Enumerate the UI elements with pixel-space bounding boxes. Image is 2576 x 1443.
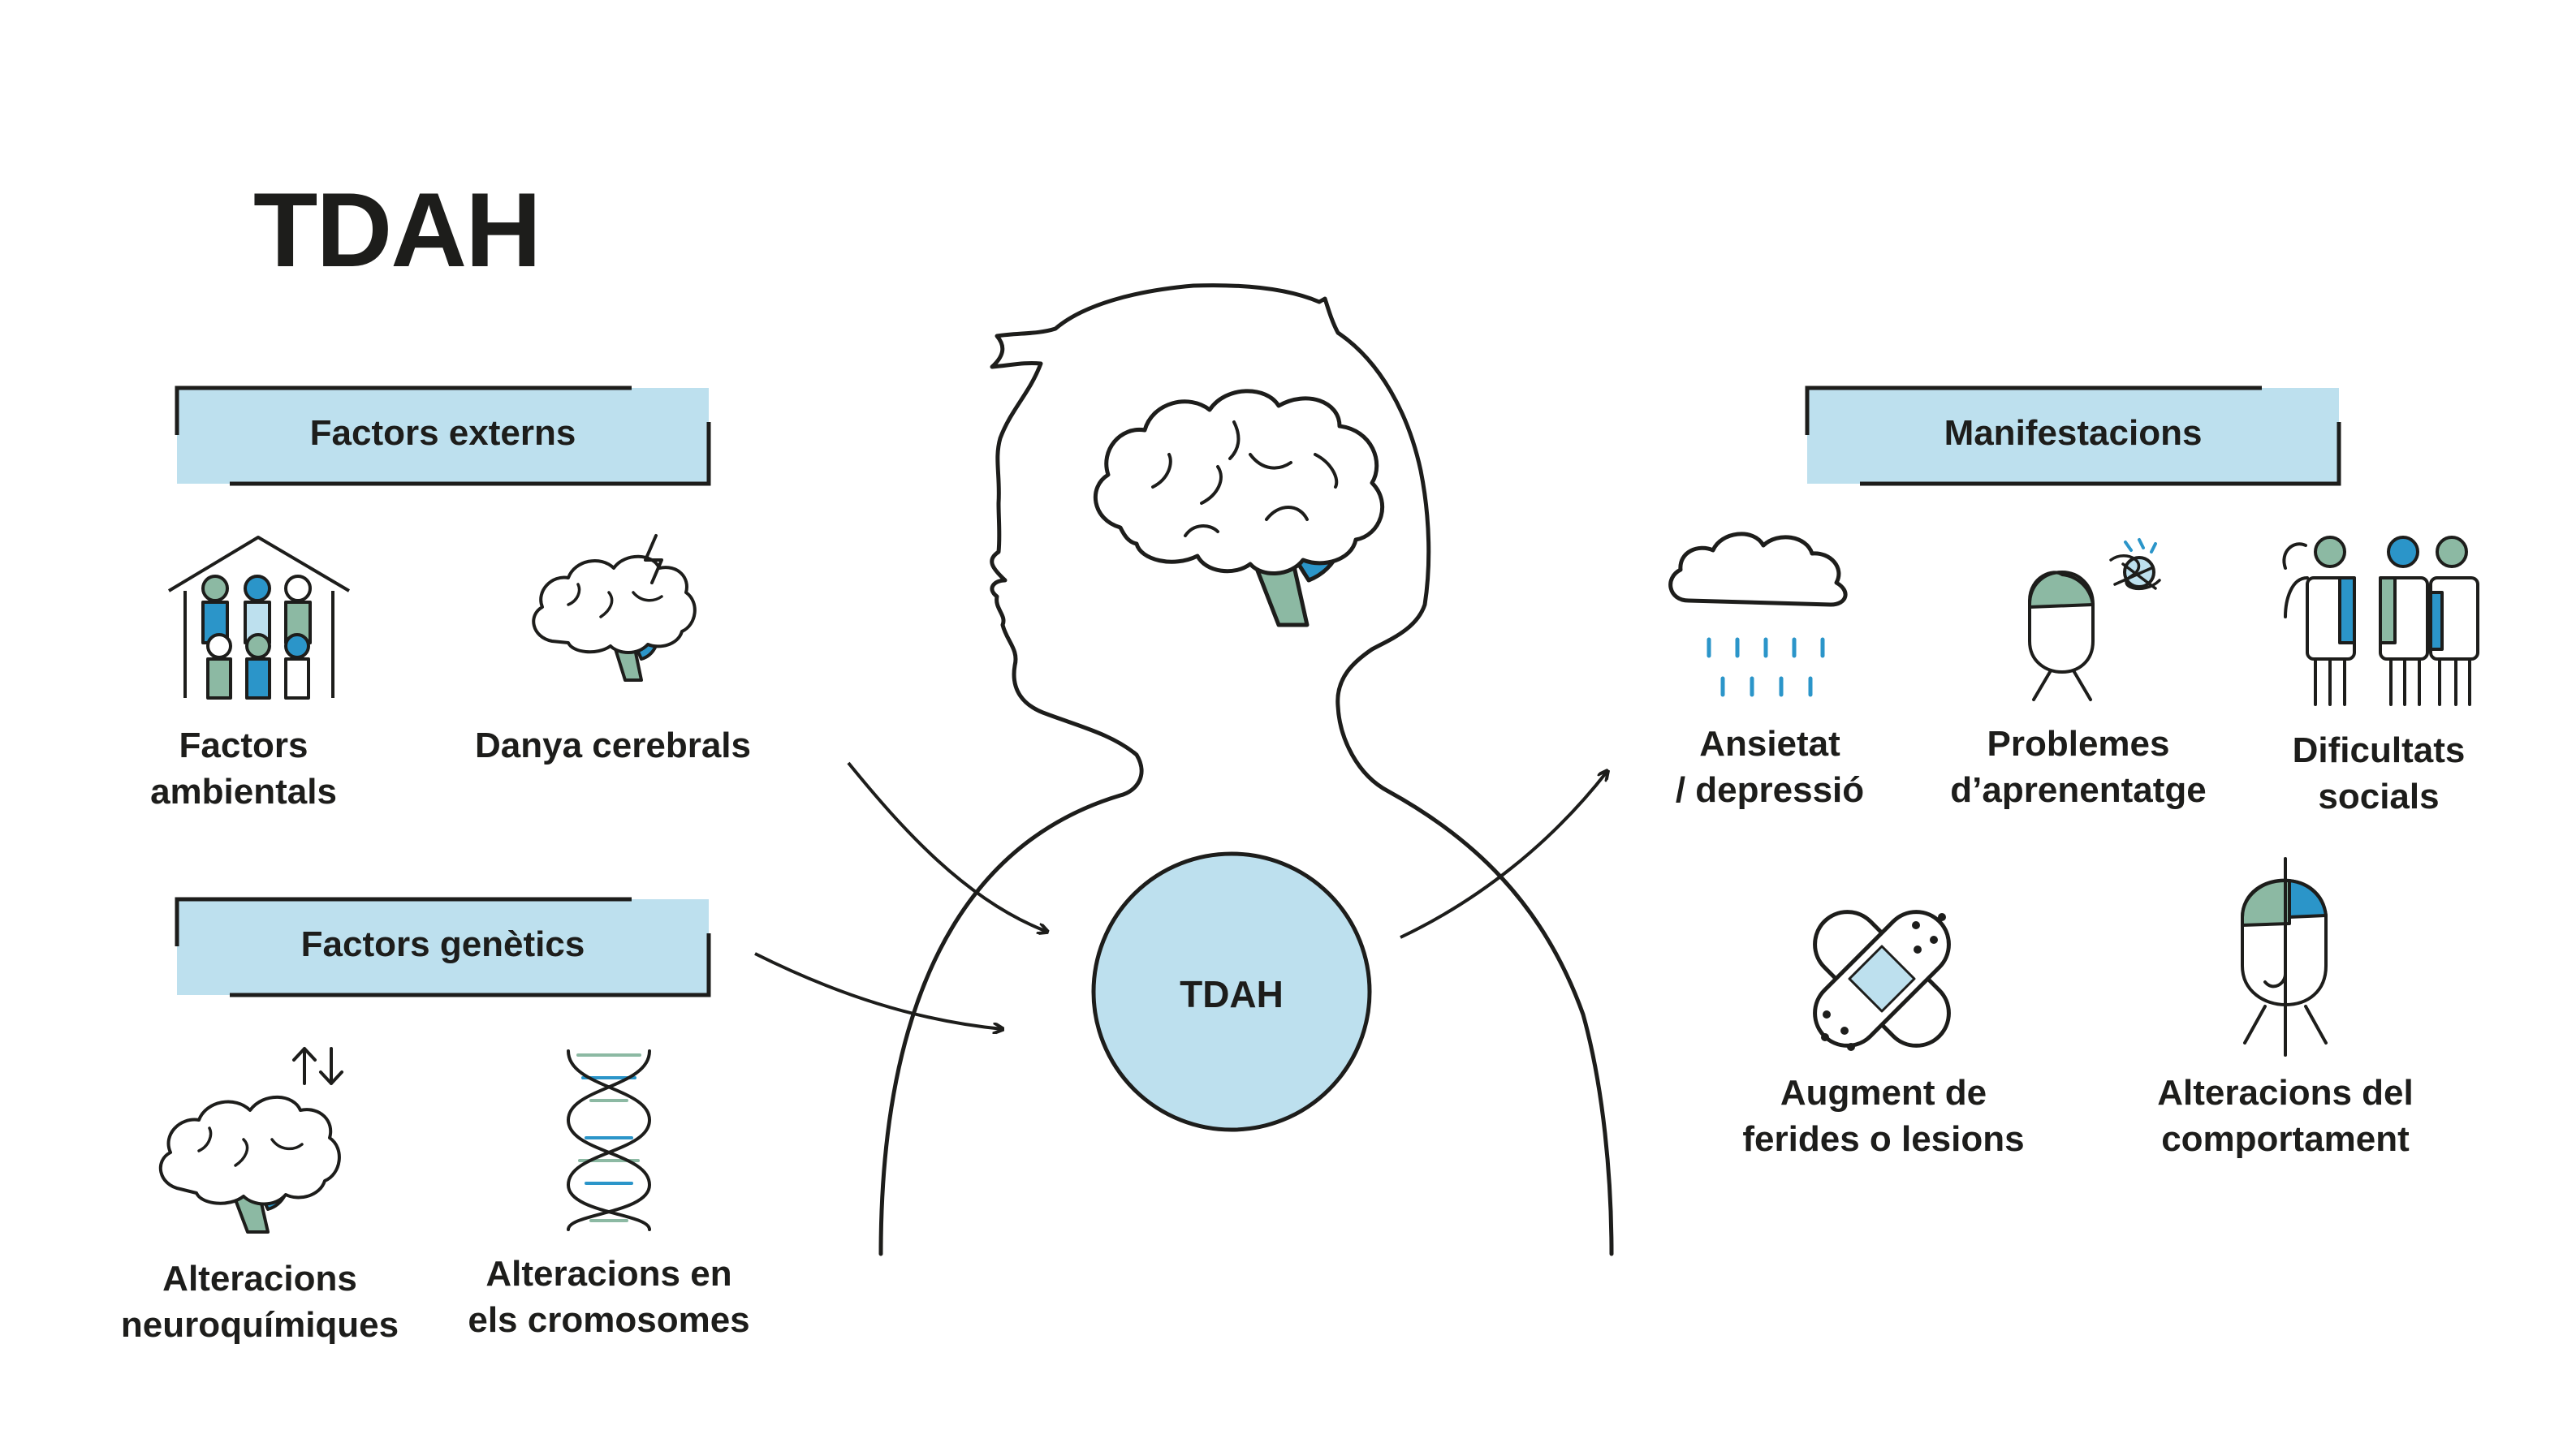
bandage-icon (1813, 910, 1951, 1051)
rain-cloud-icon (1668, 532, 1848, 697)
label-augment-ferides: Augment de ferides o lesions (1742, 1073, 2025, 1160)
arrow-genetic-to-tdah (754, 952, 1003, 1029)
arrow-external-to-tdah (847, 761, 1047, 932)
house-family-icon (167, 536, 351, 700)
page-title: TDAH (253, 170, 542, 289)
section-header-manifestations: Manifestacions (1944, 413, 2203, 453)
label-problemes-aprenentatge: Problemes d’aprenentatge (1950, 724, 2207, 811)
section-header-external: Factors externs (309, 413, 576, 453)
header-box-genetic (175, 897, 711, 997)
label-alteracions-neuroquimiques: Alteracions neuroquímiques (120, 1259, 399, 1346)
brain-icon (1094, 389, 1385, 627)
label-ansietat-depressio: Ansietat / depressió (1675, 724, 1865, 811)
people-icon (2282, 536, 2479, 706)
header-box-manifestations (1805, 386, 2341, 486)
dna-icon (566, 1049, 652, 1231)
split-face-icon (2241, 857, 2328, 1057)
label-dificultats-socials: Dificultats socials (2292, 730, 2466, 817)
confused-head-icon (2028, 538, 2161, 701)
tdah-center-label: TDAH (1180, 973, 1284, 1015)
label-alteracions-cromosomes: Alteracions en els cromosomes (468, 1254, 750, 1341)
brain-arrows-icon (158, 1047, 343, 1234)
label-alteracions-comportament: Alteracions del comportament (2157, 1073, 2414, 1160)
tdah-circle (1091, 851, 1372, 1132)
label-factors-ambientals: Factors ambientals (150, 726, 337, 812)
arrow-tdah-to-manifestations (1400, 771, 1607, 939)
label-danya-cerebrals: Danya cerebrals (475, 726, 751, 765)
head-silhouette-icon (878, 283, 1614, 1256)
header-box-external (175, 386, 711, 486)
section-header-genetic: Factors genètics (300, 924, 585, 964)
brain-lightning-icon (532, 534, 697, 682)
